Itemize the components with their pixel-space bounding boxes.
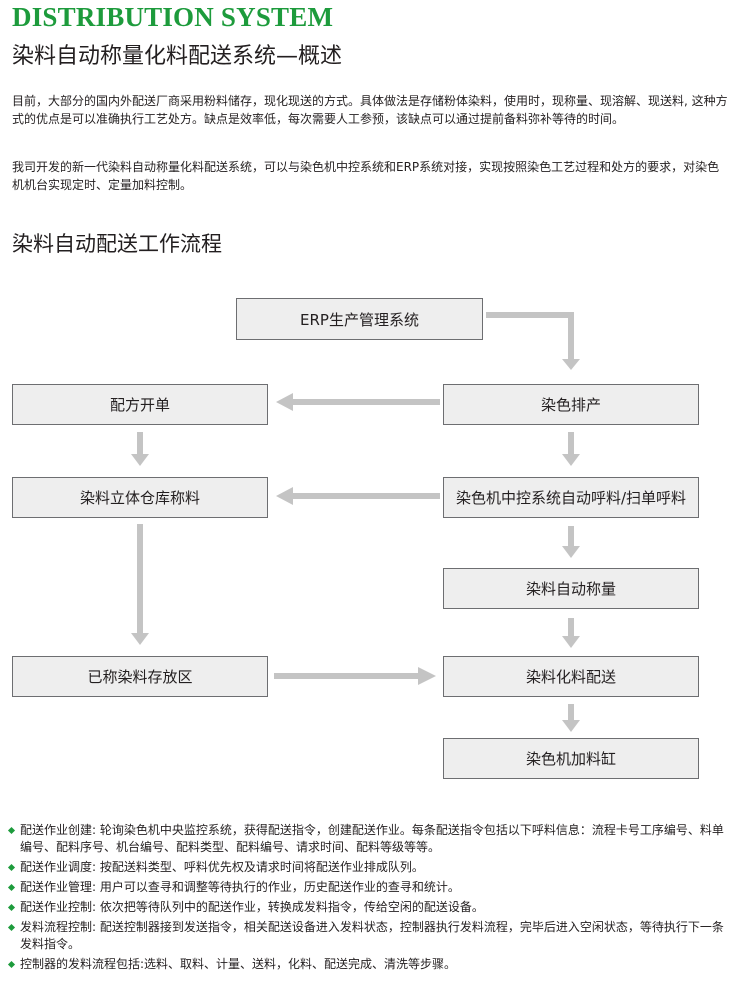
list-item: 配送作业创建: 轮询染色机中央监控系统，获得配送指令，创建配送作业。每条配送指令…	[7, 822, 731, 856]
flow-arrows	[131, 312, 580, 732]
diamond-bullet-icon	[7, 826, 16, 835]
diamond-bullet-icon	[7, 883, 16, 892]
weighed-storage-box: 已称染料存放区	[12, 656, 268, 697]
list-item: 配送作业管理: 用户可以查寻和调整等待执行的作业，历史配送作业的查寻和统计。	[7, 879, 731, 896]
dye-schedule-box: 染色排产	[443, 384, 699, 425]
diamond-bullet-icon	[7, 863, 16, 872]
notes-list: 配送作业创建: 轮询染色机中央监控系统，获得配送指令，创建配送作业。每条配送指令…	[7, 822, 731, 976]
dissolve-deliver-box: 染料化料配送	[443, 656, 699, 697]
diamond-bullet-icon	[7, 923, 16, 932]
note-text: 配送作业控制: 依次把等待队列中的配送作业，转换成发料指令，传给空闲的配送设备。	[20, 900, 484, 914]
intro-paragraph-2: 我司开发的新一代染料自动称量化料配送系统，可以与染色机中控系统和ERP系统对接，…	[12, 160, 720, 192]
arrow-schedule-to-recipe	[276, 393, 440, 411]
note-text: 控制器的发料流程包括:选料、取料、计量、送料，化料、配送完成、清洗等步骤。	[20, 957, 457, 971]
arrow-dissolve-to-vat	[562, 704, 580, 732]
title-cn: 染料自动称量化料配送系统—概述	[12, 44, 343, 69]
list-item: 配送作业控制: 依次把等待队列中的配送作业，转换成发料指令，传给空闲的配送设备。	[7, 899, 731, 916]
title-en: DISTRIBUTION SYSTEM	[12, 2, 334, 32]
list-item: 配送作业调度: 按配送料类型、呼料优先权及请求时间将配送作业排成队列。	[7, 859, 731, 876]
arrow-schedule-to-central	[562, 432, 580, 466]
recipe-order-box: 配方开单	[12, 384, 268, 425]
arrow-weigh-to-dissolve	[562, 618, 580, 648]
arrow-erp-to-schedule	[486, 312, 580, 370]
note-text: 配送作业创建: 轮询染色机中央监控系统，获得配送指令，创建配送作业。每条配送指令…	[20, 823, 724, 854]
arrow-central-to-weigh	[562, 526, 580, 558]
flow-title: 染料自动配送工作流程	[12, 232, 222, 256]
dye-vat-box: 染色机加料缸	[443, 738, 699, 779]
auto-weigh-box: 染料自动称量	[443, 568, 699, 609]
diamond-bullet-icon	[7, 960, 16, 969]
note-text: 配送作业调度: 按配送料类型、呼料优先权及请求时间将配送作业排成队列。	[20, 860, 424, 874]
dye-warehouse-box: 染料立体仓库称料	[12, 477, 268, 518]
erp-system-box: ERP生产管理系统	[236, 298, 483, 340]
central-control-box: 染色机中控系统自动呼料/扫单呼料	[443, 477, 699, 518]
arrow-warehouse-to-storage	[131, 524, 149, 645]
list-item: 发料流程控制: 配送控制器接到发送指令，相关配送设备进入发料状态，控制器执行发料…	[7, 919, 731, 953]
arrow-storage-to-dissolve	[274, 667, 436, 685]
list-item: 控制器的发料流程包括:选料、取料、计量、送料，化料、配送完成、清洗等步骤。	[7, 956, 731, 973]
note-text: 配送作业管理: 用户可以查寻和调整等待执行的作业，历史配送作业的查寻和统计。	[20, 880, 460, 894]
intro-paragraph-1: 目前，大部分的国内外配送厂商采用粉料储存，现化现送的方式。具体做法是存储粉体染料…	[12, 94, 728, 126]
arrow-central-to-warehouse	[276, 487, 440, 505]
arrow-recipe-to-warehouse	[131, 432, 149, 466]
note-text: 发料流程控制: 配送控制器接到发送指令，相关配送设备进入发料状态，控制器执行发料…	[20, 920, 724, 951]
diamond-bullet-icon	[7, 903, 16, 912]
